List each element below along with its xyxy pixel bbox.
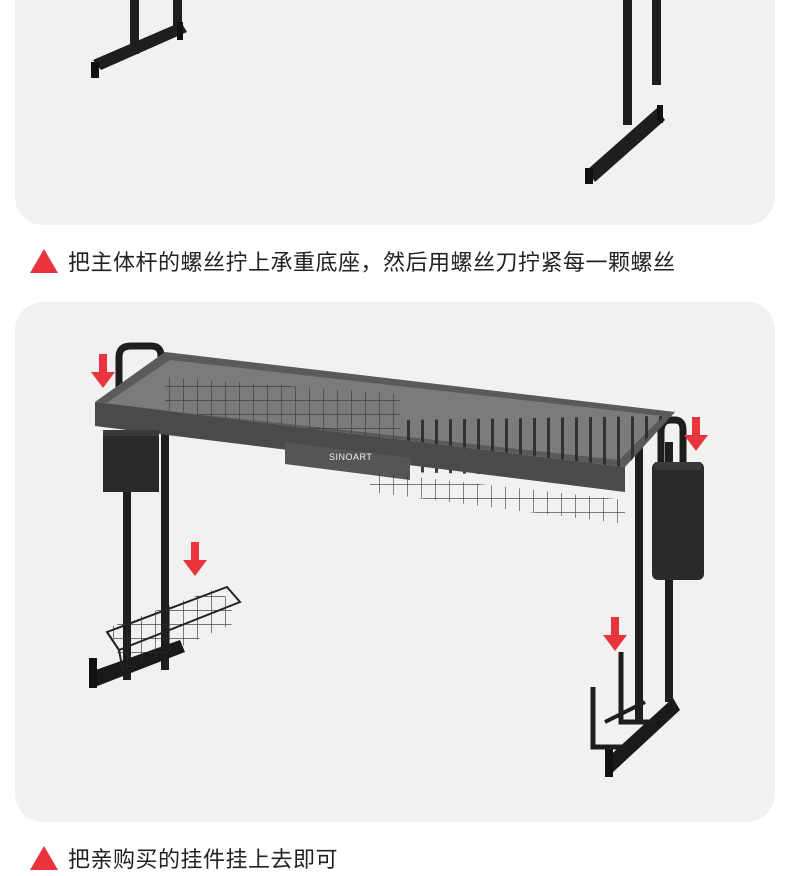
step-1-text: 把主体杆的螺丝拧上承重底座，然后用螺丝刀拧紧每一颗螺丝 — [68, 251, 676, 276]
dish-rack-illustration — [89, 342, 708, 777]
rack-legs-illustration — [91, 0, 665, 184]
step-caption-2: 把亲购买的挂件挂上去即可 — [30, 840, 338, 876]
brand-logo: SINOART — [329, 452, 373, 462]
step-2-text: 把亲购买的挂件挂上去即可 — [68, 848, 339, 873]
warning-triangle-icon — [30, 249, 58, 273]
warning-triangle-icon — [30, 846, 58, 870]
product-image-step-2: SINOART — [15, 302, 775, 822]
step-caption-1: 把主体杆的螺丝拧上承重底座，然后用螺丝刀拧紧每一颗螺丝 — [30, 243, 676, 279]
product-image-step-1 — [15, 0, 775, 225]
